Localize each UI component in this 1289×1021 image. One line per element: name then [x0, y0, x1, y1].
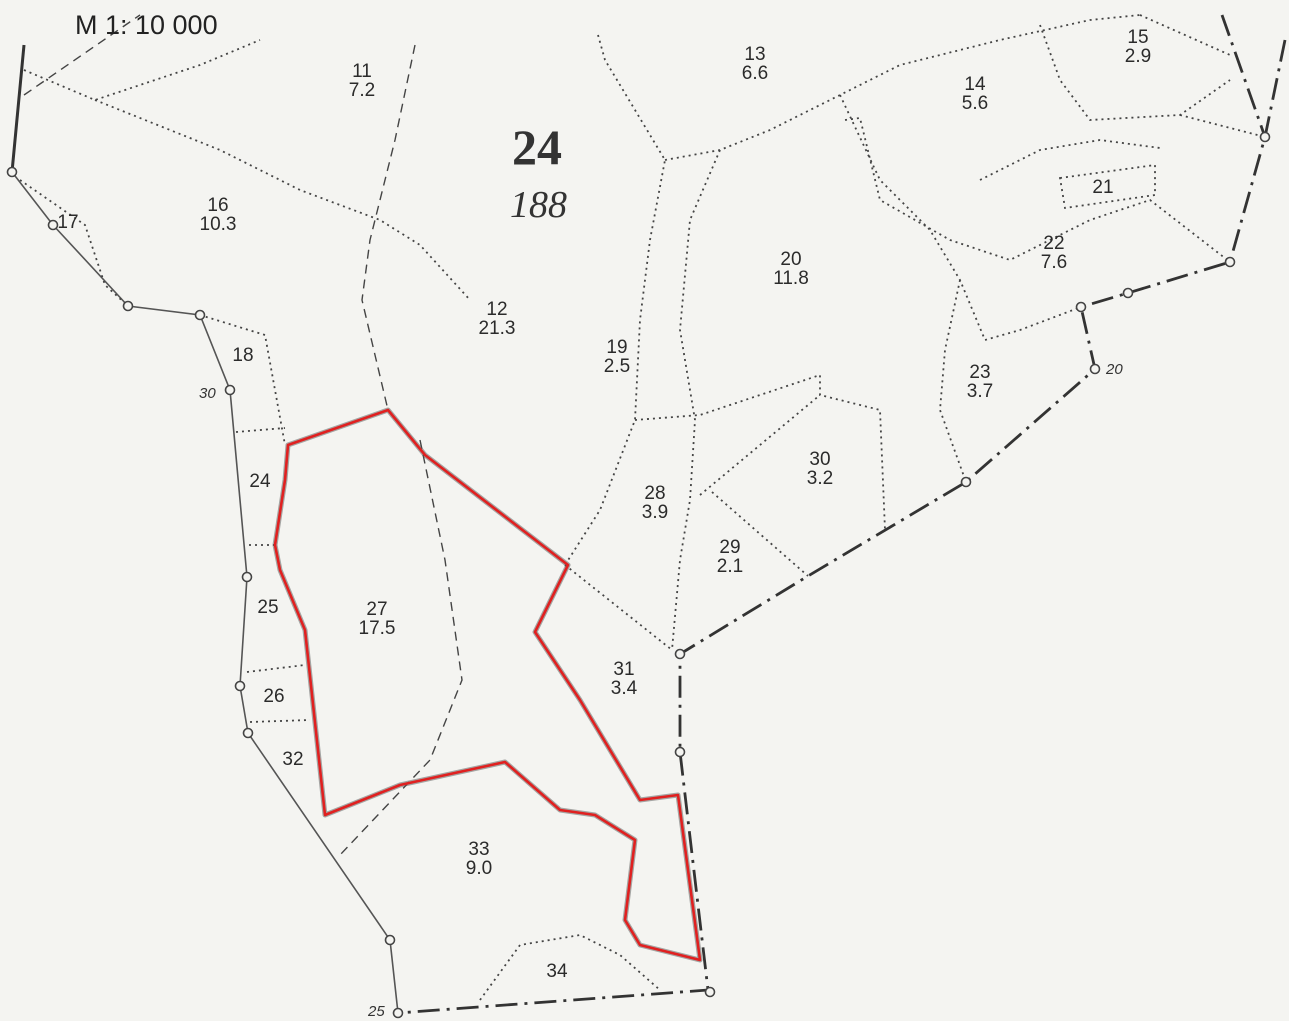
- outer-boundary-top-right: [1220, 14, 1267, 138]
- map-scale: M 1: 10 000: [75, 10, 218, 40]
- boundary-vertices: [6, 131, 1271, 1019]
- plot-label: 25: [257, 597, 279, 618]
- boundary-point-label: 25: [368, 1003, 385, 1020]
- outer-boundary-dashdot: [397, 39, 1287, 1015]
- forest-block-number: 24: [512, 119, 562, 175]
- plot-label: 17: [57, 212, 79, 233]
- plot-label: 32: [282, 749, 304, 770]
- highlighted-parcel: [273, 408, 702, 962]
- outer-boundary-solid-left: [11, 171, 399, 1014]
- dashed-line-2: [339, 439, 463, 856]
- plot-label: 21: [1092, 177, 1114, 198]
- plot-label: 24: [249, 471, 271, 492]
- dashed-line-3: [23, 14, 141, 96]
- dashed-line-1: [361, 44, 416, 411]
- outer-boundary-solid: [10, 44, 26, 173]
- plot-label: 34: [546, 961, 568, 982]
- plot-label: 18: [232, 345, 254, 366]
- boundary-point-label: 30: [199, 385, 216, 402]
- forest-block-area: 188: [510, 184, 567, 226]
- plot-label: 26: [263, 686, 285, 707]
- boundary-point-label: 20: [1106, 361, 1123, 378]
- compartment-boundaries: [19, 14, 1266, 1001]
